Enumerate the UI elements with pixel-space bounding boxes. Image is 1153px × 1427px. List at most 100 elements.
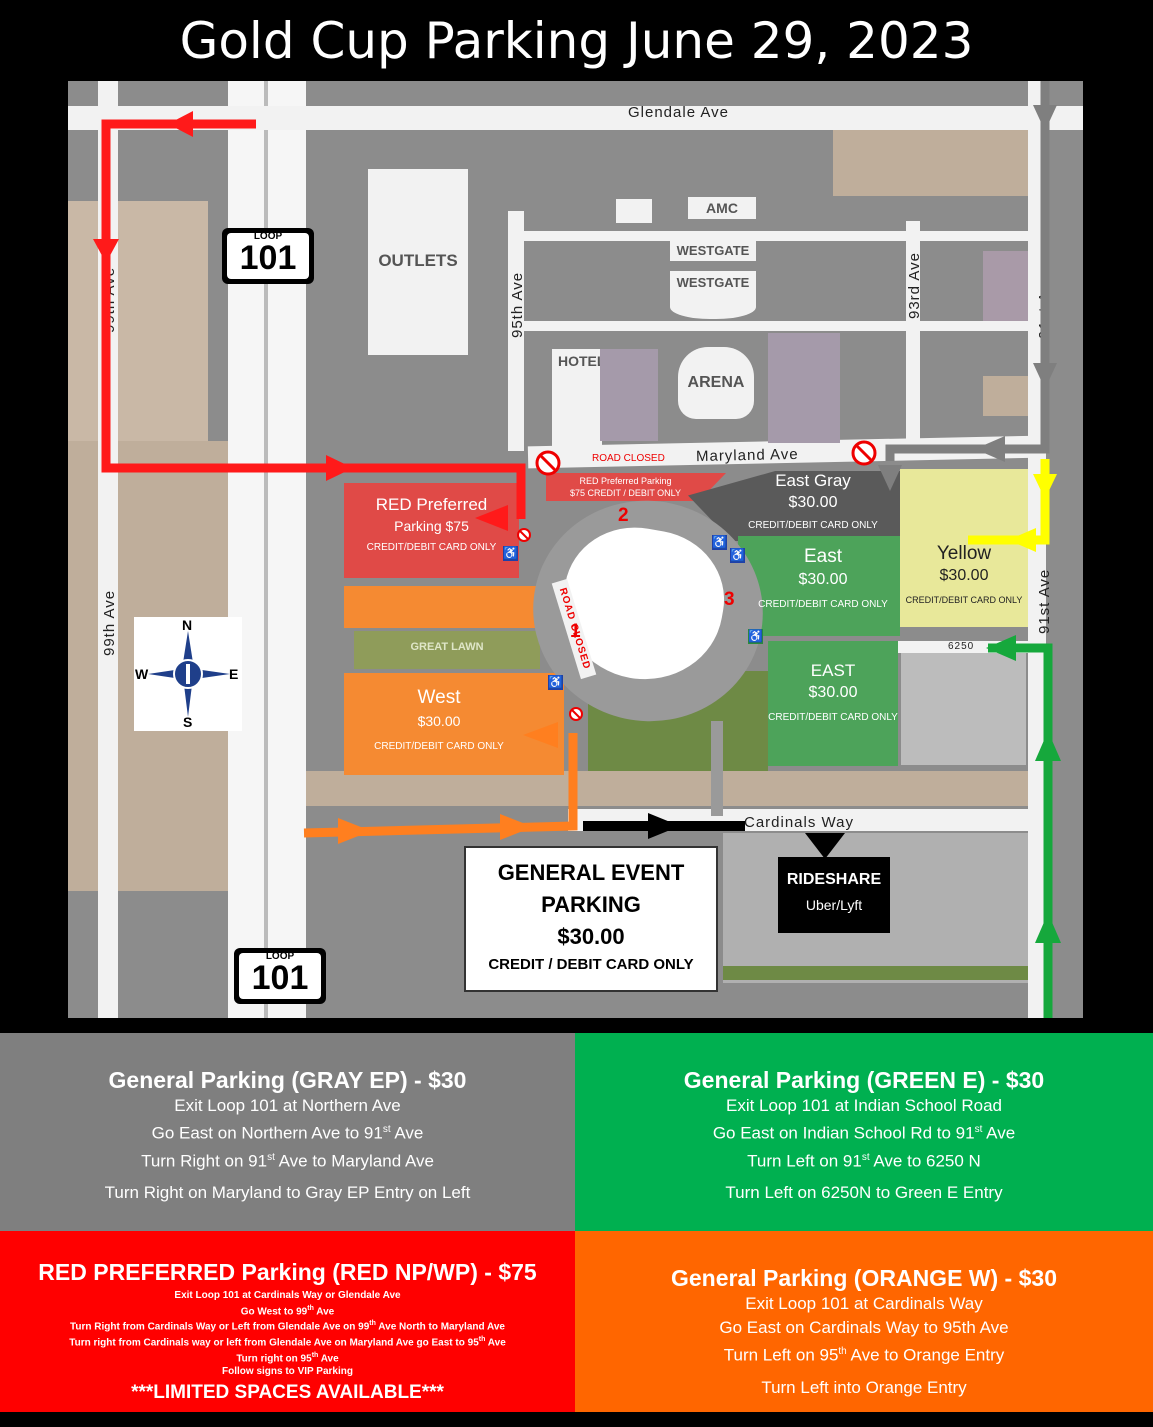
red-arrow	[168, 111, 193, 137]
orange-line-1: Exit Loop 101 at Cardinals Way	[745, 1294, 983, 1313]
rideshare-sub: Uber/Lyft	[805, 897, 863, 913]
page-title: Gold Cup Parking June 29, 2023	[179, 12, 974, 70]
gray-line-1: Exit Loop 101 at Northern Ave	[174, 1096, 401, 1115]
outlets-building	[368, 169, 468, 355]
red-preferred-note: CREDIT/DEBIT CARD ONLY	[366, 542, 497, 553]
orange-line-3: Turn Left on 95th Ave to Orange Entry	[723, 1345, 1005, 1365]
rideshare-title: RIDESHARE	[786, 871, 882, 888]
hotel-building	[552, 349, 602, 447]
wheelchair-icon: ♿	[548, 675, 563, 690]
east-lower-label: EAST $30.00 CREDIT/DEBIT CARD ONLY	[768, 661, 898, 723]
orange-arrow	[338, 818, 371, 844]
red-preferred-small-name: RED Preferred Parking	[579, 476, 672, 486]
east-gray-label: East Gray $30.00 CREDIT/DEBIT CARD ONLY	[748, 471, 878, 531]
outlets-label: OUTLETS	[378, 251, 458, 270]
land-area	[983, 376, 1028, 416]
orange-arrow	[523, 722, 558, 748]
gray-line-4: Turn Right on Maryland to Gray EP Entry …	[104, 1183, 471, 1203]
west-name: West	[417, 687, 461, 708]
black-arrow	[648, 813, 680, 839]
compass-e: E	[229, 666, 239, 682]
building	[768, 333, 840, 443]
general-event-box: GENERAL EVENT PARKING $30.00 CREDIT / DE…	[464, 846, 718, 992]
green-arrow	[986, 635, 1016, 661]
wheelchair-icon: ♿	[712, 535, 727, 550]
east-gray-name: East Gray	[775, 471, 851, 490]
yellow-lot	[900, 469, 1028, 627]
red-preferred-price: Parking $75	[394, 518, 469, 534]
general-event-note: CREDIT / DEBIT CARD ONLY	[488, 956, 694, 973]
wheelchair-icon: ♿	[748, 629, 763, 644]
yellow-note: CREDIT/DEBIT CARD ONLY	[905, 595, 1023, 605]
compass-w: W	[135, 666, 149, 682]
95th-ave-road	[508, 211, 524, 451]
arena-label: ARENA	[678, 347, 754, 419]
red-route	[101, 119, 526, 519]
freeway-median	[264, 81, 268, 1018]
general-event-price: $30.00	[557, 924, 625, 949]
route-overlay	[93, 81, 1061, 1018]
great-lawn	[354, 631, 540, 669]
orange-line-4: Turn Left into Orange Entry	[761, 1377, 967, 1397]
red-line-5: Turn right on 95th Ave	[236, 1351, 339, 1365]
glendale-ave-label: Glendale Ave	[628, 104, 729, 121]
building	[616, 199, 652, 223]
gate-3-label: 3	[724, 589, 735, 610]
building-area	[901, 653, 1026, 765]
land-area	[983, 251, 1028, 321]
west-price: $30.00	[417, 713, 461, 729]
yellow-label: Yellow $30.00 CREDIT/DEBIT CARD ONLY	[900, 543, 1028, 605]
gray-route	[885, 81, 1050, 461]
land-area	[68, 201, 208, 441]
orange-line-2: Go East on Cardinals Way to 95th Ave	[719, 1318, 1009, 1337]
loop-101-shield: LOOP 101	[234, 948, 326, 1004]
westgate-label-2: WESTGATE	[670, 271, 756, 319]
gate-1-label: 1	[570, 621, 581, 642]
general-event-line1: GENERAL EVENT	[497, 860, 685, 885]
east-lower-lot	[768, 641, 898, 766]
compass-n: N	[182, 617, 193, 633]
red-preferred-small-price: $75 CREDIT / DEBIT ONLY	[569, 488, 682, 498]
black-arrow	[805, 833, 845, 859]
red-line-3: Turn Right from Cardinals Way or Left fr…	[69, 1320, 505, 1333]
compass-s: S	[183, 714, 193, 730]
great-lawn-label: GREAT LAWN	[410, 641, 484, 653]
compass-rose: N S E W	[134, 617, 242, 731]
west-label: West $30.00 CREDIT/DEBIT CARD ONLY	[344, 687, 534, 752]
red-preferred-small-label: RED Preferred Parking $75 CREDIT / DEBIT…	[543, 475, 708, 499]
green-line-1: Exit Loop 101 at Indian School Road	[726, 1096, 1002, 1115]
gray-arrow	[1033, 363, 1057, 389]
green-route	[988, 643, 1053, 1018]
red-line-4: Turn right from Cardinals way or left fr…	[69, 1336, 506, 1349]
wheelchair-icon: ♿	[730, 548, 745, 563]
gray-arrow	[878, 465, 902, 491]
no-entry-icon	[851, 440, 877, 466]
loop-101-shield: LOOP 101	[222, 228, 314, 284]
lawn-strip	[723, 966, 1028, 980]
loop-label: LOOP	[253, 231, 283, 242]
east-price: $30.00	[798, 571, 848, 588]
east-lot	[738, 536, 900, 636]
orange-arrow	[500, 814, 533, 840]
93rd-ave-road	[906, 221, 920, 451]
orange-heading: General Parking (ORANGE W) - $30	[671, 1265, 1057, 1291]
east-lower-note: CREDIT/DEBIT CARD ONLY	[768, 712, 898, 723]
local-road	[513, 321, 1043, 331]
hotel-label: HOTEL	[558, 353, 606, 369]
yellow-arrow	[1008, 528, 1036, 552]
gate-2-label: 2	[618, 505, 629, 526]
east-gray-note: CREDIT/DEBIT CARD ONLY	[748, 520, 878, 531]
wheelchair-icon: ♿	[503, 546, 518, 561]
red-line-2: Go West to 99th Ave	[240, 1304, 335, 1317]
building	[600, 349, 658, 441]
compass-icon	[148, 631, 230, 717]
no-entry-icon	[517, 528, 531, 542]
road-closed-label: ROAD CLOSED	[592, 453, 665, 464]
red-heading: RED PREFERRED Parking (RED NP/WP) - $75	[38, 1259, 537, 1285]
no-entry-icon	[569, 707, 583, 721]
east-note: CREDIT/DEBIT CARD ONLY	[758, 599, 888, 610]
yellow-route	[968, 459, 1050, 545]
red-preferred-lot	[344, 483, 519, 578]
gray-arrow	[975, 436, 1005, 462]
parking-map: OUTLETS AMC WESTGATE WESTGATE HOTEL AREN…	[68, 81, 1083, 1018]
